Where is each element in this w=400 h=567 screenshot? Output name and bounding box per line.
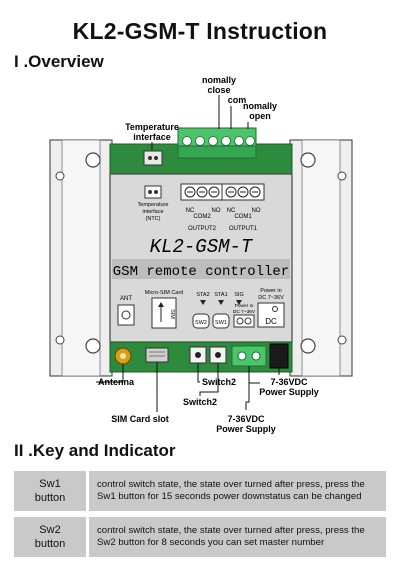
top-callout-lines [151, 95, 249, 150]
board-temp-label-3: (NTC) [146, 216, 161, 222]
board-dc-label: DC [265, 317, 277, 326]
label-antenna: Antenna [98, 377, 135, 387]
key-description: control switch state, the state over tur… [89, 471, 386, 511]
key-name-cell: Sw1 button [14, 471, 86, 511]
bottom-callout-lines [96, 362, 280, 412]
board-sig: SIG [234, 292, 243, 298]
label-temperature-2: interface [133, 132, 171, 142]
board-output2: OUTPUT2 [188, 226, 217, 232]
key-indicator-heading: II .Key and Indicator [14, 441, 176, 460]
board-micro-sim-label: Micro-SIM Card [145, 290, 184, 296]
key-description: control switch state, the state over tur… [89, 517, 386, 557]
board-power-in-small-2: DC 7~36V [233, 309, 256, 315]
board-ant-label: ANT [120, 296, 132, 302]
board-com1: COM1 [234, 214, 252, 220]
board-power-in-small-1: Power in [235, 303, 254, 309]
board-com2: COM2 [193, 214, 211, 220]
board-subtitle: GSM remote controller [113, 264, 289, 280]
board-no2: NO [212, 208, 221, 214]
dc-jack-component [269, 343, 289, 369]
key-name-line1: Sw1 [39, 478, 61, 490]
table-row: Sw1 button control switch state, the sta… [14, 471, 386, 511]
label-sim-card-slot: SIM Card slot [111, 414, 169, 424]
key-name-line2: button [34, 538, 66, 550]
label-nomally-close-2: close [207, 85, 230, 95]
label-nomally-open-2: open [249, 111, 271, 121]
board-model-name: KL2-GSM-T [150, 236, 254, 258]
board-sw1-button [212, 313, 230, 329]
label-power-a-2: Power Supply [259, 387, 319, 397]
left-mounting-bracket [49, 139, 113, 377]
label-switch2-b: Switch2 [183, 397, 217, 407]
label-power-b-2: Power Supply [216, 424, 276, 434]
label-nomally-close-1: nomally [202, 75, 236, 85]
right-mounting-bracket [289, 139, 353, 377]
board-power-in-1: Power in [260, 288, 281, 294]
board-sw1-label: SW1 [215, 320, 227, 326]
key-table: Sw1 button control switch state, the sta… [14, 471, 386, 563]
label-com: com [228, 95, 247, 105]
temperature-connector [143, 150, 163, 166]
board-sw2-button [192, 313, 210, 329]
board-output1: OUTPUT1 [229, 226, 258, 232]
table-row: Sw2 button control switch state, the sta… [14, 517, 386, 557]
board-power-in-2: DC 7~36V [258, 295, 284, 301]
key-name-line1: Sw2 [39, 524, 61, 536]
label-temperature-1: Temperature [125, 122, 179, 132]
board-sta1: STA1 [214, 292, 227, 298]
page-title: KL2-GSM-T Instruction [72, 18, 328, 44]
board-temp-label-1: Temperature [138, 202, 169, 208]
board-sim-label: SIM [169, 309, 175, 319]
key-name-cell: Sw2 button [14, 517, 86, 557]
device-diagram: Temperature interface (NTC) NC COM2 NO N… [49, 75, 353, 434]
board-sw2-label: SW2 [195, 320, 207, 326]
board-nc2: NC [186, 208, 195, 214]
board-temp-label-2: interface [142, 209, 163, 215]
power-terminal-green [231, 345, 267, 367]
board-no1: NO [252, 208, 261, 214]
label-power-b-1: 7-36VDC [227, 414, 265, 424]
relay-terminal-block [177, 127, 257, 159]
board-sta2: STA2 [196, 292, 209, 298]
overview-heading: I .Overview [14, 52, 104, 71]
label-switch2-a: Switch2 [202, 377, 236, 387]
label-nomally-open-1: nomally [243, 101, 277, 111]
sim-slot-component [145, 347, 169, 363]
key-name-line2: button [34, 492, 66, 504]
label-power-a-1: 7-36VDC [270, 377, 308, 387]
board-nc1: NC [227, 208, 236, 214]
